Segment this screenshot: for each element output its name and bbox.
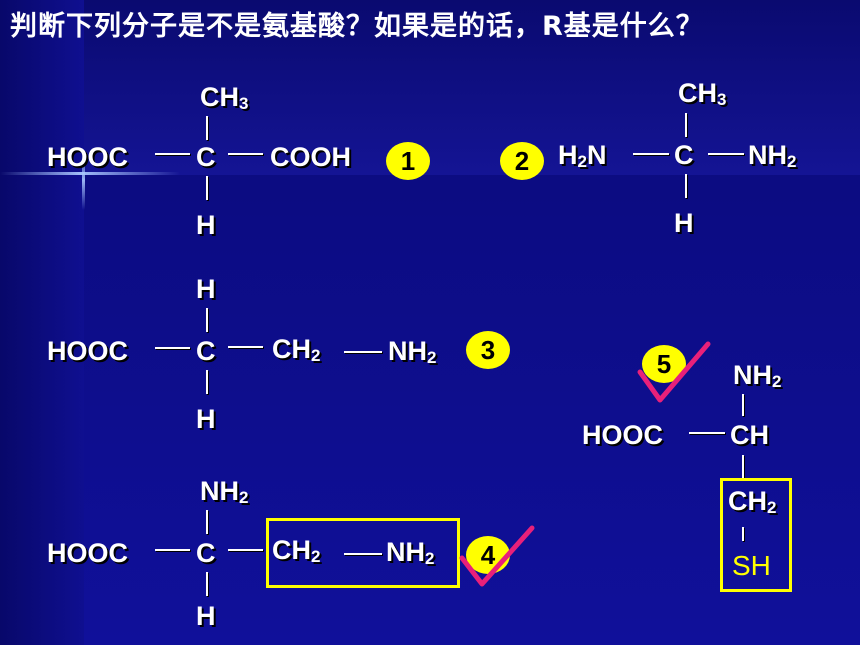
bond	[742, 455, 744, 479]
m4-center-atom: C	[196, 538, 216, 568]
m1-right-group: COOH	[270, 142, 351, 172]
bond	[742, 394, 744, 416]
bond	[344, 351, 382, 353]
r-group-highlight-box	[266, 518, 460, 588]
number-badge-1: 1	[386, 142, 430, 180]
m4-left-group: HOOC	[47, 538, 128, 568]
m3-bottom-atom: H	[196, 404, 216, 434]
bond	[685, 174, 687, 198]
m4-bottom-atom: H	[196, 601, 216, 631]
check-mark-icon	[637, 341, 711, 403]
background-top-band	[84, 0, 860, 175]
check-mark-icon	[459, 525, 535, 587]
m2-left-group: H2N	[558, 140, 607, 171]
bond	[155, 549, 190, 551]
m2-top-group: CH3	[678, 78, 727, 109]
m1-top-group: CH3	[200, 82, 249, 113]
bond	[685, 113, 687, 137]
light-flare	[0, 172, 180, 175]
bond	[228, 153, 263, 155]
bond	[206, 370, 208, 394]
m1-bottom-atom: H	[196, 210, 216, 240]
bond	[155, 347, 190, 349]
m5-left-group: HOOC	[582, 420, 663, 450]
bond	[228, 346, 263, 348]
m4-top-group: NH2	[200, 476, 249, 507]
bond	[155, 153, 190, 155]
m3-left-group: HOOC	[47, 336, 128, 366]
bond	[228, 549, 263, 551]
bond	[206, 176, 208, 200]
bond	[206, 116, 208, 140]
number-badge-2: 2	[500, 142, 544, 180]
bond	[206, 572, 208, 596]
bond	[689, 432, 725, 434]
number-badge-3: 3	[466, 331, 510, 369]
bond	[206, 308, 208, 332]
m2-bottom-atom: H	[674, 208, 694, 238]
bond	[633, 153, 669, 155]
m3-r-group-1: CH2	[272, 334, 321, 365]
m4-r-group-2: NH2	[386, 537, 435, 568]
bond	[206, 510, 208, 534]
m5-top-group: NH2	[733, 360, 782, 391]
bond	[708, 153, 744, 155]
m5-r-group-1: CH2	[728, 486, 777, 517]
m3-top-atom: H	[196, 274, 216, 304]
m3-r-group-2: NH2	[388, 336, 437, 367]
m3-center-atom: C	[196, 336, 216, 366]
bond	[742, 527, 744, 541]
m4-r-group-1: CH2	[272, 535, 321, 566]
m1-center-atom: C	[196, 142, 216, 172]
m5-r-group-2: SH	[732, 550, 771, 581]
m2-right-group: NH2	[748, 140, 797, 171]
slide-title: 判断下列分子是不是氨基酸？如果是的话，R基是什么？	[10, 11, 704, 42]
r-group-highlight-box	[720, 478, 792, 592]
bond	[344, 553, 382, 555]
number-badge-4: 4	[466, 536, 510, 574]
m5-center-atom: CH	[730, 420, 769, 450]
m2-center-atom: C	[674, 140, 694, 170]
light-flare-vertical	[82, 150, 85, 210]
m1-left-group: HOOC	[47, 142, 128, 172]
background-left-band	[0, 0, 84, 645]
